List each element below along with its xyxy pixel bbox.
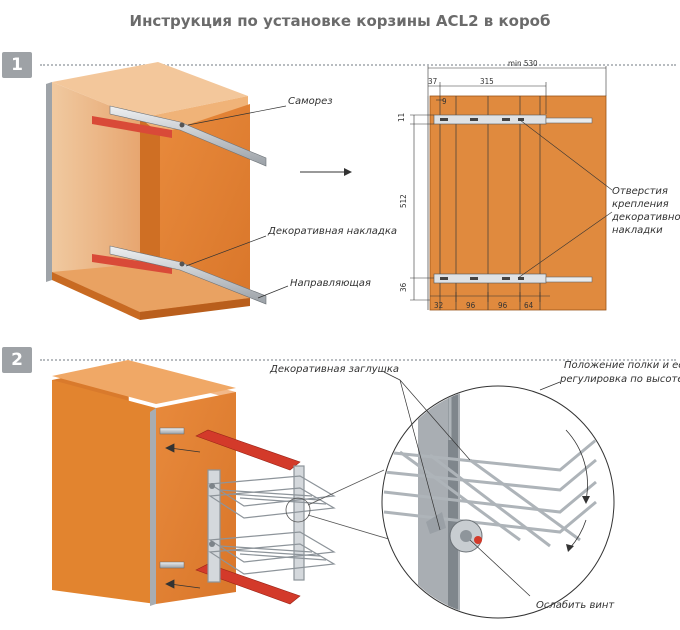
label-holes-4: накладки — [612, 225, 663, 236]
dim-37: 37 — [428, 77, 437, 86]
dim-64: 64 — [524, 301, 534, 310]
step1-side-panel — [427, 95, 607, 311]
step-1-divider — [40, 64, 676, 66]
step1-leaders — [185, 105, 289, 299]
dim-32: 32 — [434, 301, 443, 310]
label-screw: Саморез — [288, 96, 333, 107]
label-shelf-pos-2: регулировка по высоте — [559, 374, 680, 385]
dim-11: 11 — [397, 113, 406, 122]
label-holes-3: декоративной — [611, 212, 680, 223]
step2-wire-basket — [207, 465, 336, 583]
dim-315: 315 — [480, 77, 494, 86]
dim-96b: 96 — [498, 301, 508, 310]
label-holes-2: крепления — [612, 199, 669, 210]
step2-red-rails — [195, 429, 301, 605]
label-decor-plate: Декоративная накладка — [267, 226, 397, 237]
step1-dimensions — [410, 66, 613, 302]
step-2-badge: 2 — [2, 347, 32, 373]
label-loosen: Ослабить винт — [536, 599, 615, 611]
step1-arrow — [300, 168, 352, 176]
dim-min530: min 530 — [508, 59, 538, 68]
label-shelf-pos-1: Положение полки и ее — [564, 360, 680, 371]
step2-leaders — [383, 371, 561, 597]
label-holes-1: Отверстия — [612, 186, 668, 197]
step-2-divider — [40, 359, 676, 361]
step2-arrows — [165, 443, 201, 589]
page-title: Инструкция по установке корзины ACL2 в к… — [129, 12, 551, 30]
label-guide: Направляющая — [290, 278, 371, 289]
step-1-badge: 1 — [2, 52, 32, 78]
dim-9: 9 — [442, 97, 447, 106]
step1-cabinet — [46, 62, 267, 320]
label-decor-plug: Декоративная заглушка — [269, 364, 399, 375]
step2-cabinet — [52, 360, 236, 606]
step2-zoom-detail — [383, 387, 597, 617]
dim-36: 36 — [399, 282, 408, 292]
dim-96a: 96 — [466, 301, 476, 310]
dim-512: 512 — [399, 194, 408, 208]
